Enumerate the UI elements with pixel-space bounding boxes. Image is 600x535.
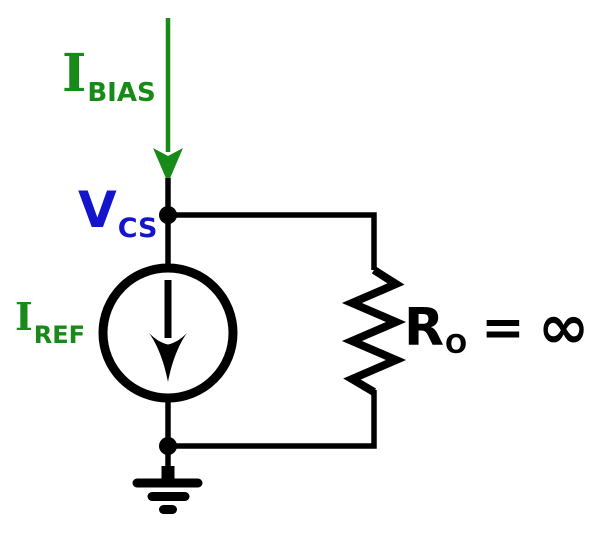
current-source-icon: [98, 263, 238, 403]
label-iref-sub: REF: [33, 321, 86, 349]
wire-resistor-to-ground-node: [168, 390, 377, 449]
current-source-arrow-shaft: [164, 280, 172, 338]
bias-arrow-head: [153, 148, 183, 183]
ground-icon: [132, 446, 203, 514]
label-iref-base: I: [15, 294, 33, 339]
label-vcs-base: V: [78, 181, 117, 239]
wire-node-to-resistor: [168, 212, 377, 270]
label-vcs: VCS: [78, 185, 157, 242]
current-source-circle: [98, 263, 238, 403]
label-ro-base: R: [404, 298, 445, 358]
ground-stub-nub: [161, 466, 175, 480]
label-ro-sub: O: [445, 330, 468, 360]
bias-current-arrow-icon: [153, 18, 183, 183]
infinity-symbol: ∞: [537, 290, 590, 363]
label-ro: RO=∞: [404, 295, 589, 359]
resistor-zigzag-icon: [341, 266, 407, 396]
label-ro-equals: =: [481, 298, 525, 358]
label-ibias-sub: BIAS: [87, 78, 156, 108]
current-source-arrow-head: [149, 333, 187, 382]
label-vcs-sub: CS: [117, 213, 158, 244]
label-ibias-base: I: [62, 43, 87, 104]
label-iref: IREF: [15, 298, 85, 348]
label-ibias: IBIAS: [62, 48, 156, 107]
vcs-junction-dot: [159, 206, 177, 224]
